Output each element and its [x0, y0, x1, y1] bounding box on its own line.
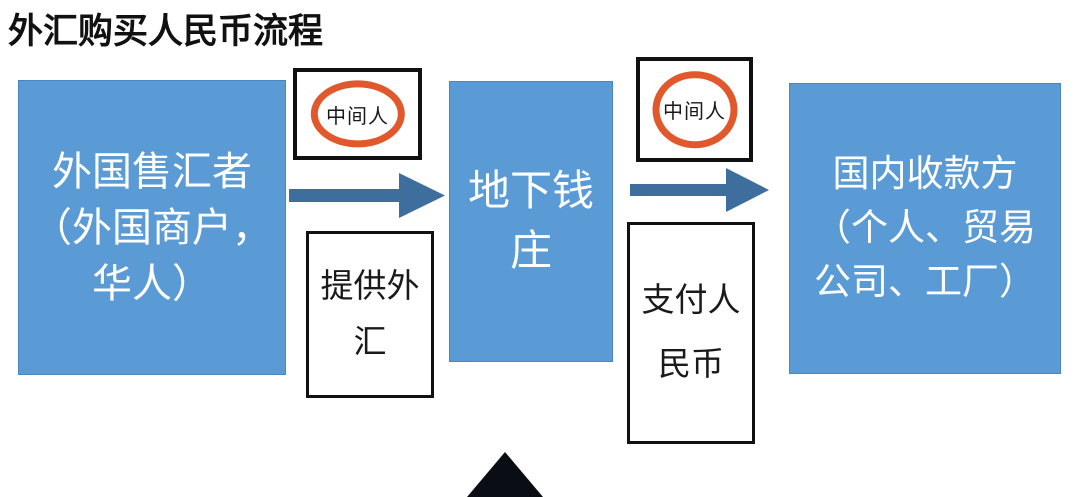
node-foreign-seller-label: 外国售汇者（外国商户，华人）: [32, 148, 272, 306]
node-domestic-receiver-label: 国内收款方（个人、贸易公司、工厂）: [814, 153, 1036, 303]
node-underground-bank-label: 地下钱庄: [467, 168, 594, 275]
node-foreign-seller[interactable]: 外国售汇者（外国商户，华人）: [18, 80, 286, 375]
node-underground-bank[interactable]: 地下钱庄: [449, 81, 613, 362]
node-middleman-2-label: 中间人: [663, 101, 726, 123]
node-pay-rmb: 支付人民币: [627, 222, 755, 444]
node-pay-rmb-label: 支付人民币: [641, 283, 741, 383]
node-domestic-receiver[interactable]: 国内收款方（个人、贸易公司、工厂）: [789, 83, 1061, 374]
node-provide-forex: 提供外汇: [306, 231, 434, 398]
ellipse-highlight-icon: [310, 80, 405, 148]
middleman-2-inner: 中间人: [640, 61, 749, 158]
arrow-right-icon-2: [628, 162, 771, 217]
middleman-1-inner: 中间人: [297, 72, 418, 156]
arrow-right-icon-1: [287, 168, 447, 223]
ellipse-highlight-icon: [651, 70, 738, 149]
triangle-up-icon: [467, 452, 543, 497]
node-middleman-2[interactable]: 中间人: [636, 57, 753, 162]
node-provide-forex-label: 提供外汇: [320, 268, 420, 361]
page-title: 外汇购买人民币流程: [8, 12, 324, 51]
node-middleman-1-label: 中间人: [326, 105, 389, 128]
node-middleman-1[interactable]: 中间人: [293, 68, 422, 160]
